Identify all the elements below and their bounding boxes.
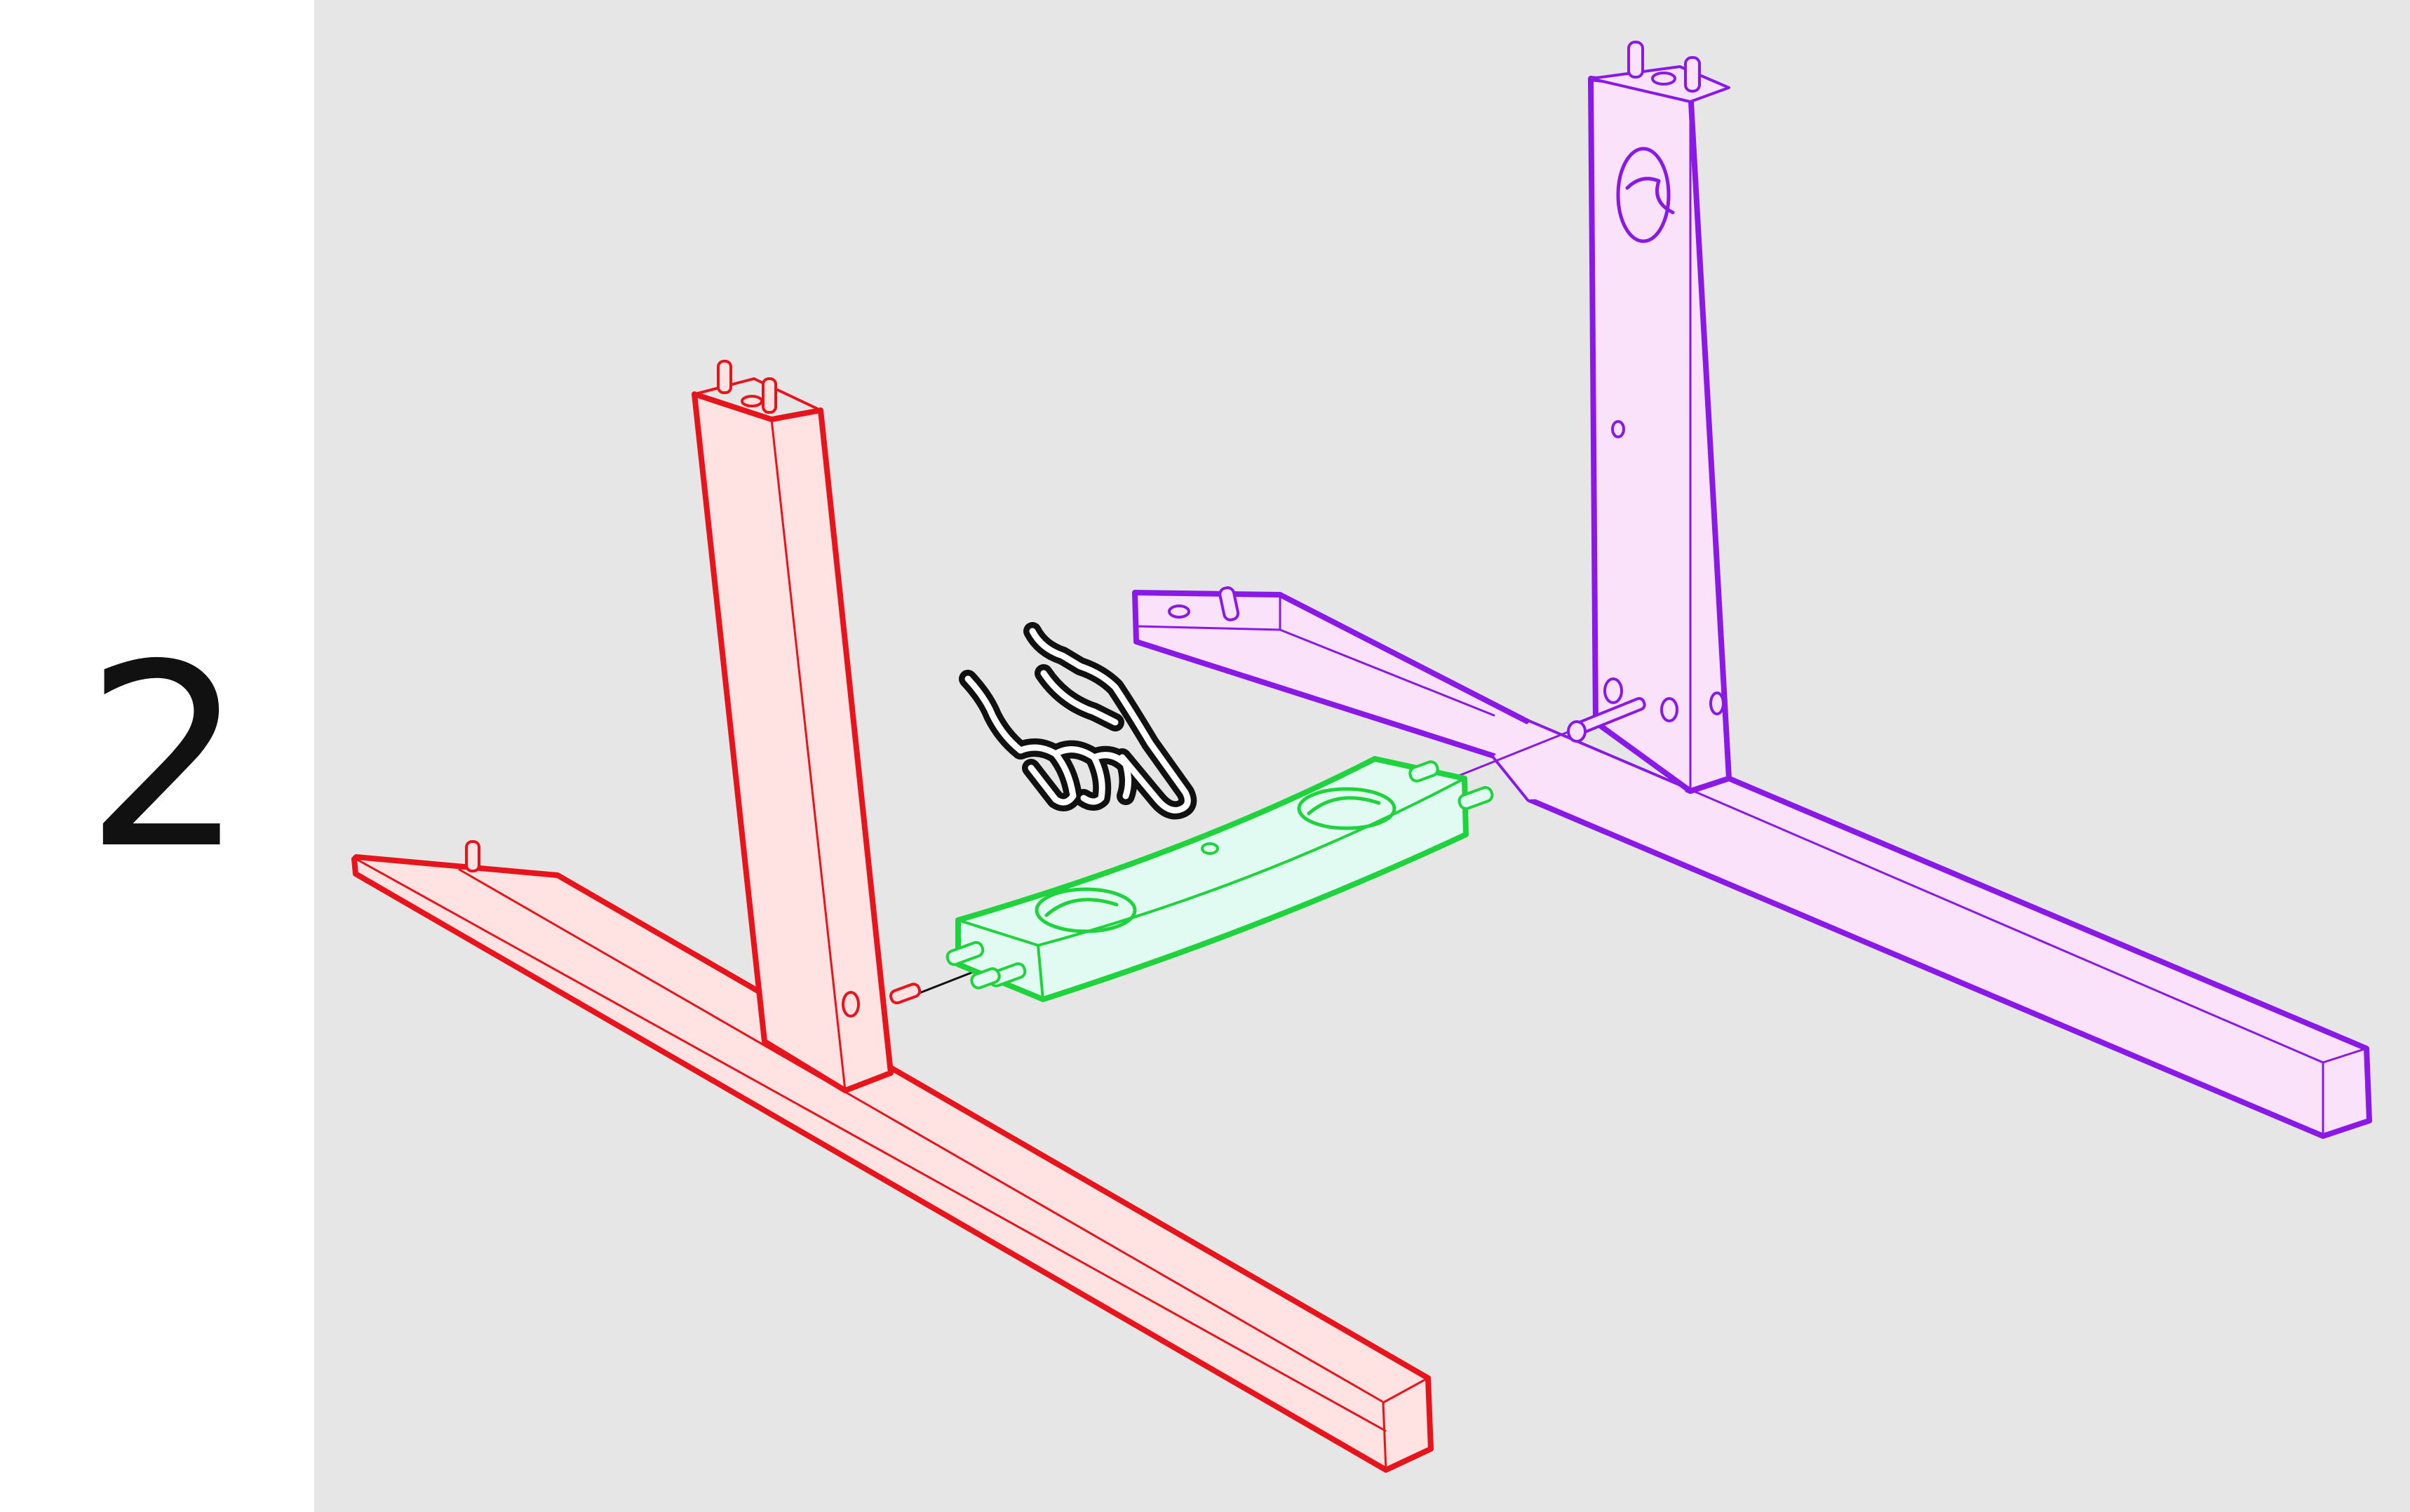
assembly-diagram-svg: [314, 0, 2410, 1512]
assembly-illustration: [314, 0, 2410, 1512]
step-number: 2: [77, 617, 253, 898]
background-panel: [314, 0, 2410, 1512]
left-foot-dowel: [466, 842, 479, 871]
